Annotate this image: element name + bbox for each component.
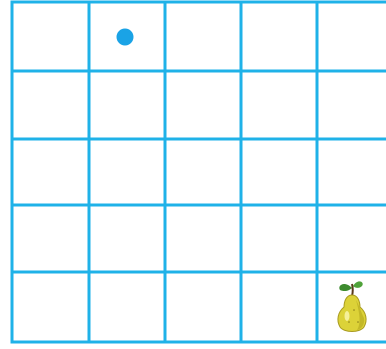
grid-cell-r1-c1[interactable] [89,71,165,139]
grid-cell-r3-c1[interactable] [89,205,165,272]
grid-cell-r2-c4[interactable] [317,139,386,205]
grid-cell-r3-c3[interactable] [241,205,317,272]
grid-cell-r1-c0[interactable] [12,71,89,139]
grid-cell-r3-c0[interactable] [12,205,89,272]
grid-cell-r0-c0[interactable] [12,2,89,71]
blue-dot-icon[interactable] [117,29,134,46]
grid-cell-r4-c3[interactable] [241,272,317,342]
grid-cell-r1-c4[interactable] [317,71,386,139]
grid-cell-r4-c0[interactable] [12,272,89,342]
grid-cells [12,2,386,342]
grid-cell-r1-c2[interactable] [165,71,241,139]
grid-cell-r0-c2[interactable] [165,2,241,71]
grid-cell-r2-c0[interactable] [12,139,89,205]
grid-cell-r1-c3[interactable] [241,71,317,139]
grid-cell-r2-c2[interactable] [165,139,241,205]
grid-cell-r4-c2[interactable] [165,272,241,342]
grid-cell-r3-c2[interactable] [165,205,241,272]
grid-cell-r3-c4[interactable] [317,205,386,272]
grid-cell-r2-c3[interactable] [241,139,317,205]
grid-cell-r4-c1[interactable] [89,272,165,342]
grid-cell-r0-c4[interactable] [317,2,386,71]
grid-cell-r0-c3[interactable] [241,2,317,71]
grid-cell-r2-c1[interactable] [89,139,165,205]
